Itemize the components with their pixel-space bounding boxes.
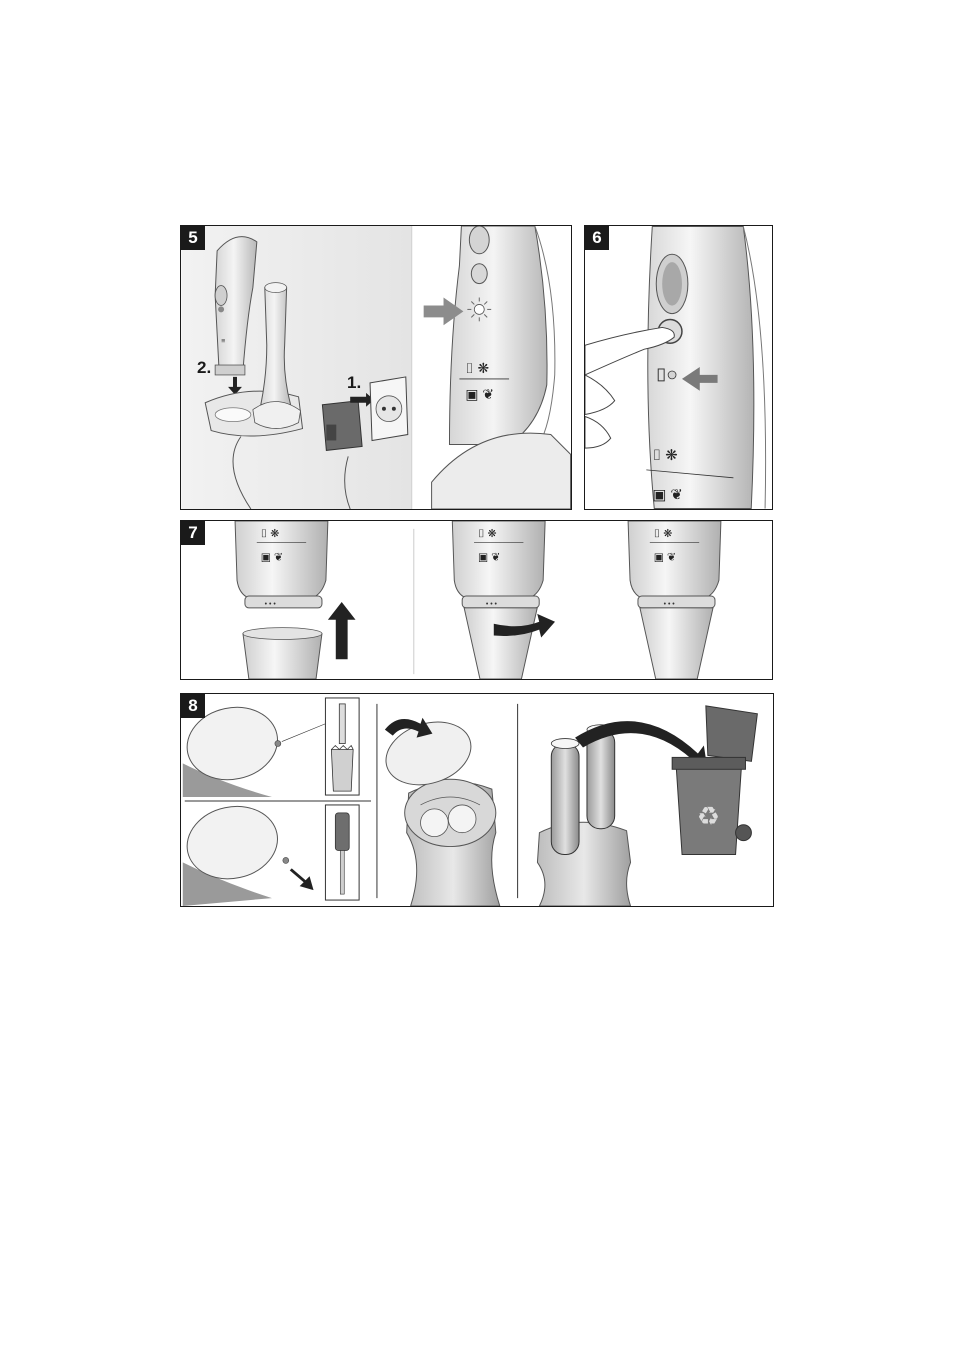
panel-8-illustration: ♻ — [182, 697, 758, 906]
svg-text:⌷ ❋: ⌷ ❋ — [465, 360, 489, 376]
svg-text:• • •: • • • — [486, 601, 498, 608]
panel-7: 7 ⌷ ❋ ▣ ❦ • • • ⌷ ❋ ▣ ❦ • • • — [180, 520, 773, 680]
svg-text:• • •: • • • — [664, 601, 676, 608]
svg-text:⌷ ❋: ⌷ ❋ — [261, 528, 280, 540]
charger-plug-icon — [321, 400, 363, 451]
battery-cover — [182, 805, 290, 906]
svg-text:⌷ ❋: ⌷ ❋ — [654, 528, 673, 540]
panel-number: 5 — [181, 226, 205, 250]
blender-shaft-icon: ⌷ ❋ ▣ ❦ • • • — [451, 521, 546, 679]
panel-number: 7 — [181, 521, 205, 545]
panel-number: 6 — [585, 226, 609, 250]
svg-text:• • •: • • • — [265, 601, 277, 608]
finger-pressing-icon — [585, 326, 675, 449]
step-label-1: 1. — [347, 373, 362, 392]
svg-text:⌷ ❋: ⌷ ❋ — [478, 528, 497, 540]
svg-text:▣ ❦: ▣ ❦ — [478, 552, 500, 564]
recycle-symbol-icon: ♻ — [697, 803, 720, 831]
charge-indicator-icon — [467, 297, 492, 322]
svg-text:▣ ❦: ▣ ❦ — [261, 552, 283, 564]
blender-shaft-icon: ⌷ ❋ ▣ ❦ • • • — [627, 521, 722, 679]
blender-closeup: ⌷ ❋ ▣ ❦ — [431, 226, 571, 509]
screwdriver-icon — [334, 812, 350, 895]
panel-5-illustration: ≡ — [181, 226, 571, 509]
svg-text:⌷ ❋: ⌷ ❋ — [652, 448, 677, 464]
svg-text:▣ ❦: ▣ ❦ — [654, 552, 676, 564]
battery-icon — [536, 724, 632, 906]
opened-blender — [404, 778, 501, 906]
svg-text:▣ ❦: ▣ ❦ — [652, 488, 683, 504]
hand-blender-icon: ≡ — [214, 236, 258, 376]
charging-stand-icon — [204, 282, 304, 437]
wall-socket-icon — [369, 376, 409, 442]
blender-shaft-icon: ⌷ ❋ ▣ ❦ • • • — [234, 521, 329, 679]
battery-cover — [182, 706, 282, 798]
panel-5: 5 2. 1. ≡ — [180, 225, 572, 510]
panel-7-illustration: ⌷ ❋ ▣ ❦ • • • ⌷ ❋ ▣ ❦ • • • ⌷ ❋ ▣ ❦ — [234, 521, 722, 679]
panel-8: 8 — [180, 693, 774, 907]
battery-indicator-icon — [657, 368, 677, 382]
step-label-2: 2. — [197, 358, 212, 377]
panel-6-illustration: ⌷ ❋ ▣ ❦ — [585, 226, 767, 509]
svg-text:≡: ≡ — [221, 338, 225, 345]
panel-number: 8 — [181, 694, 205, 718]
drill-icon — [330, 703, 354, 792]
svg-text:▣ ❦: ▣ ❦ — [465, 386, 494, 402]
panel-6: 6 ⌷ ❋ ▣ ❦ — [584, 225, 773, 510]
recycle-bin-icon: ♻ — [671, 705, 758, 855]
